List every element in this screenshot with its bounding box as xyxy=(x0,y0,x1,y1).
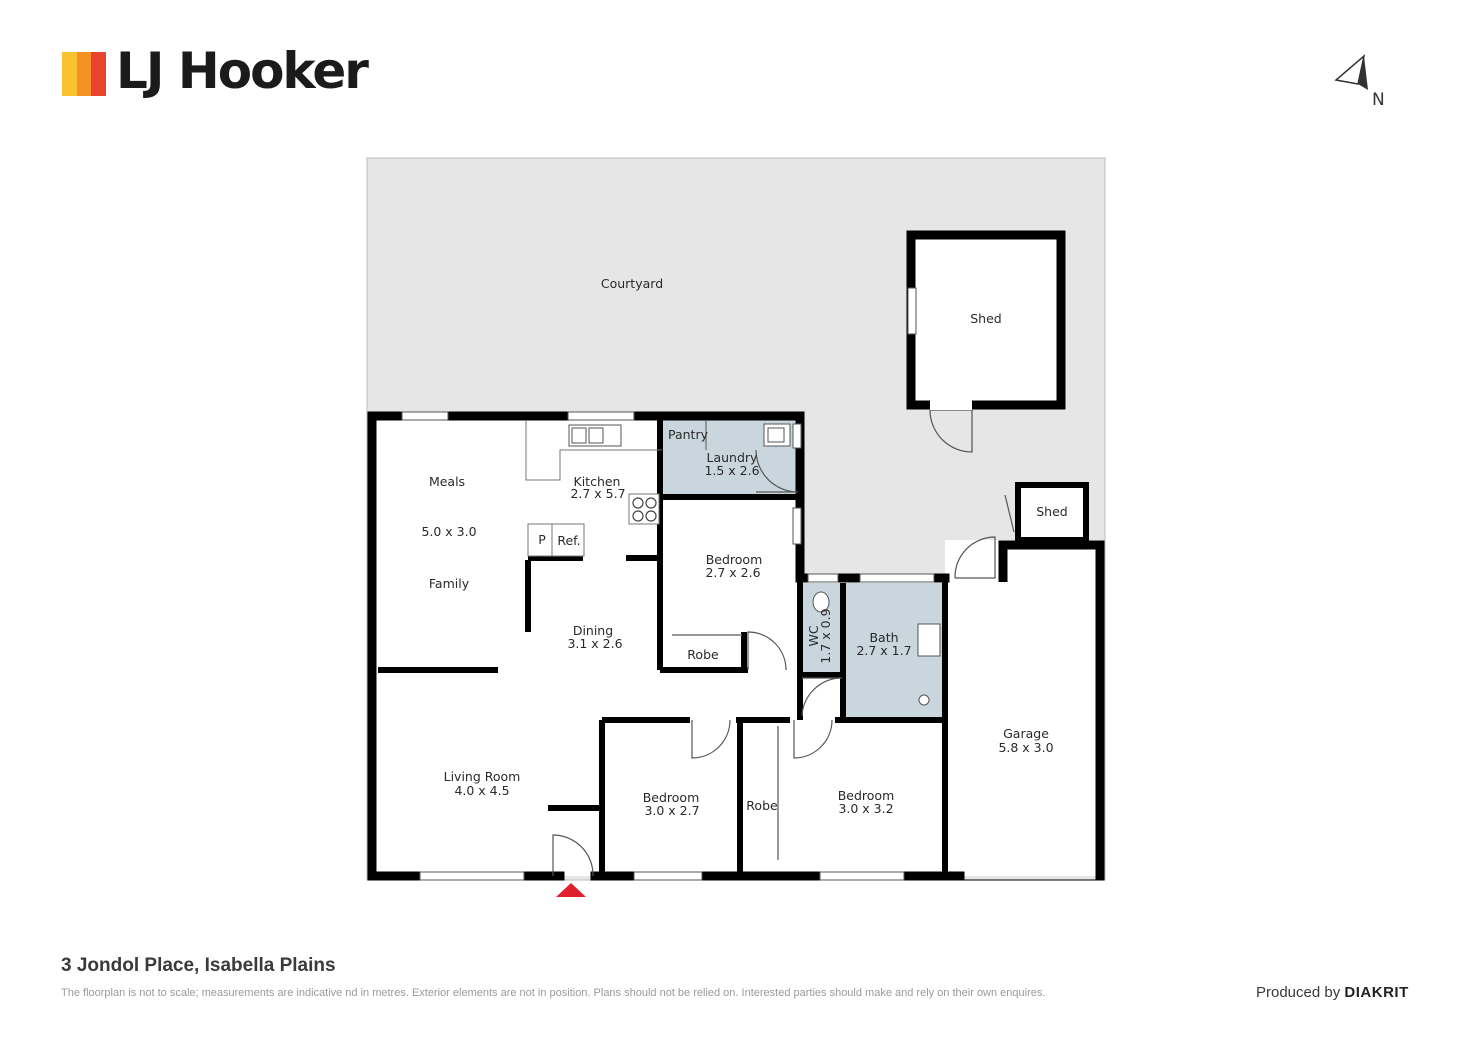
disclaimer-text: The floorplan is not to scale; measureme… xyxy=(61,987,1046,999)
produced-by-label: Produced by xyxy=(1256,984,1341,1001)
label-laundry: Laundry xyxy=(707,450,759,465)
entry-marker xyxy=(556,883,586,897)
label-robe-2: Robe xyxy=(746,798,778,813)
label-meals: Meals xyxy=(429,474,465,489)
label-courtyard: Courtyard xyxy=(601,276,663,291)
label-living: Living Room xyxy=(444,769,521,784)
label-wc-size: 1.7 x 0.9 xyxy=(818,608,833,663)
label-dining: Dining xyxy=(573,623,613,638)
label-garage: Garage xyxy=(1003,726,1049,741)
label-pantry-cabinet: P xyxy=(538,532,546,547)
label-family: Family xyxy=(429,576,470,591)
brand-logo: LJ Hooker xyxy=(62,42,369,112)
producer-credit: Produced by DIAKRIT xyxy=(1256,984,1409,1001)
label-living-size: 4.0 x 4.5 xyxy=(454,783,509,798)
label-garage-size: 5.8 x 3.0 xyxy=(998,740,1053,755)
label-fridge: Ref. xyxy=(557,533,580,548)
label-bedroom-2-size: 3.0 x 2.7 xyxy=(644,803,699,818)
label-laundry-size: 1.5 x 2.6 xyxy=(704,463,759,478)
label-kitchen-size: 2.7 x 5.7 xyxy=(570,486,625,501)
label-meals-size: 5.0 x 3.0 xyxy=(421,524,476,539)
label-bedroom-2: Bedroom xyxy=(643,790,700,805)
label-robe-1: Robe xyxy=(687,647,719,662)
label-bedroom-1-size: 2.7 x 2.6 xyxy=(705,565,760,580)
brand-name: LJ Hooker xyxy=(116,42,369,100)
label-shed-small: Shed xyxy=(1036,504,1067,519)
north-arrow-icon xyxy=(1334,54,1368,90)
label-wc: WC xyxy=(806,625,821,646)
label-bath-size: 2.7 x 1.7 xyxy=(856,643,911,658)
label-bedroom-3-size: 3.0 x 3.2 xyxy=(838,801,893,816)
label-bedroom-3: Bedroom xyxy=(838,788,895,803)
label-bath: Bath xyxy=(869,630,898,645)
compass-label: N xyxy=(1372,90,1385,110)
shed-small xyxy=(1015,482,1089,543)
label-dining-size: 3.1 x 2.6 xyxy=(567,636,622,651)
label-pantry: Pantry xyxy=(668,427,709,442)
logo-bars-icon xyxy=(62,52,107,96)
interior-walls xyxy=(378,420,948,876)
label-bedroom-1: Bedroom xyxy=(706,552,763,567)
windows xyxy=(401,287,935,881)
label-kitchen: Kitchen xyxy=(574,474,621,489)
producer-name: DIAKRIT xyxy=(1344,984,1409,1001)
door-swings xyxy=(552,409,1015,877)
property-address: 3 Jondol Place, Isabella Plains xyxy=(61,955,336,976)
label-shed-large: Shed xyxy=(970,311,1001,326)
